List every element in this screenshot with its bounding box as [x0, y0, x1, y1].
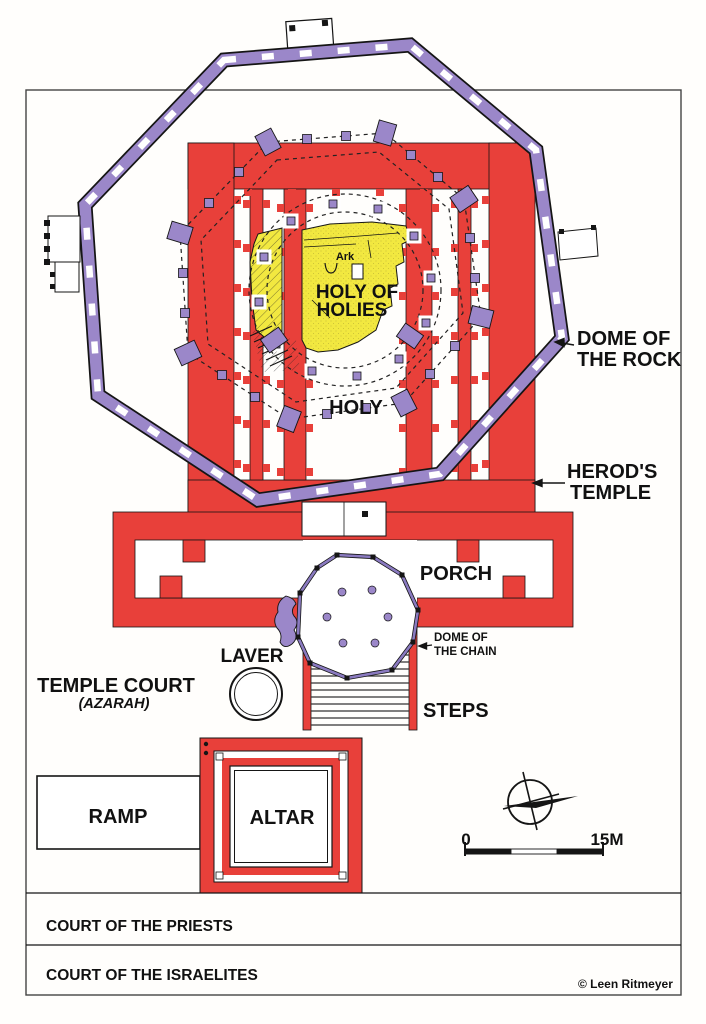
steps-label: STEPS	[423, 700, 489, 722]
herods-temple-label-2: TEMPLE	[570, 482, 651, 504]
scale-15m-label: 15M	[590, 830, 623, 849]
temple-door	[301, 501, 387, 537]
holy-of-holies-label-1: HOLY OF	[316, 282, 398, 303]
dome-of-chain-label-2: THE CHAIN	[434, 646, 497, 658]
altar	[199, 737, 363, 894]
frame	[25, 89, 682, 996]
court-of-israelites-label: COURT OF THE ISRAELITES	[46, 967, 258, 984]
inner-arcade	[166, 119, 495, 434]
dome-of-the-rock-wall	[44, 17, 599, 508]
west-gate	[44, 215, 81, 293]
holy-label: HOLY	[329, 397, 383, 419]
dome-of-rock-label-2: THE ROCK	[577, 349, 682, 371]
dome-of-chain-label-1: DOME OF	[434, 632, 488, 644]
court-of-priests-label: COURT OF THE PRIESTS	[46, 918, 233, 935]
holy-of-holies-label-2: HOLIES	[317, 300, 388, 321]
ark-label: Ark	[336, 251, 355, 263]
dome-of-rock-label-1: DOME OF	[577, 328, 670, 350]
annotation-arrows	[417, 337, 575, 651]
dome-of-the-chain	[274, 552, 421, 681]
porch-label: PORCH	[420, 563, 492, 585]
chain-vertex-dots	[295, 552, 421, 681]
rock-fissures	[303, 232, 399, 319]
drum-piers	[251, 196, 439, 384]
horseshoe-mark	[324, 262, 338, 274]
credit-label: © Leen Ritmeyer	[578, 977, 673, 991]
laver-label: LAVER	[221, 646, 284, 667]
east-gate	[557, 225, 599, 261]
arcade-corner-piers	[166, 119, 495, 434]
compass-rose-icon	[502, 771, 578, 831]
chain-inner-columns	[322, 585, 393, 648]
herods-temple-label-1: HEROD'S	[567, 461, 657, 483]
ark-mark	[351, 263, 364, 280]
scale-bar	[464, 842, 604, 856]
porch-teeth	[159, 539, 526, 599]
drum-colonnade	[248, 193, 442, 387]
wall-windows	[81, 41, 566, 504]
arcade-columns	[178, 131, 480, 419]
altar-label: ALTAR	[250, 807, 315, 829]
azarah-label: (AZARAH)	[79, 696, 150, 712]
south-gate-lobe	[274, 595, 298, 647]
ramp-label: RAMP	[89, 806, 148, 828]
temple-court-label: TEMPLE COURT	[37, 675, 195, 697]
scale-zero-label: 0	[461, 830, 470, 849]
court-bands	[26, 892, 681, 946]
laver	[229, 667, 283, 721]
